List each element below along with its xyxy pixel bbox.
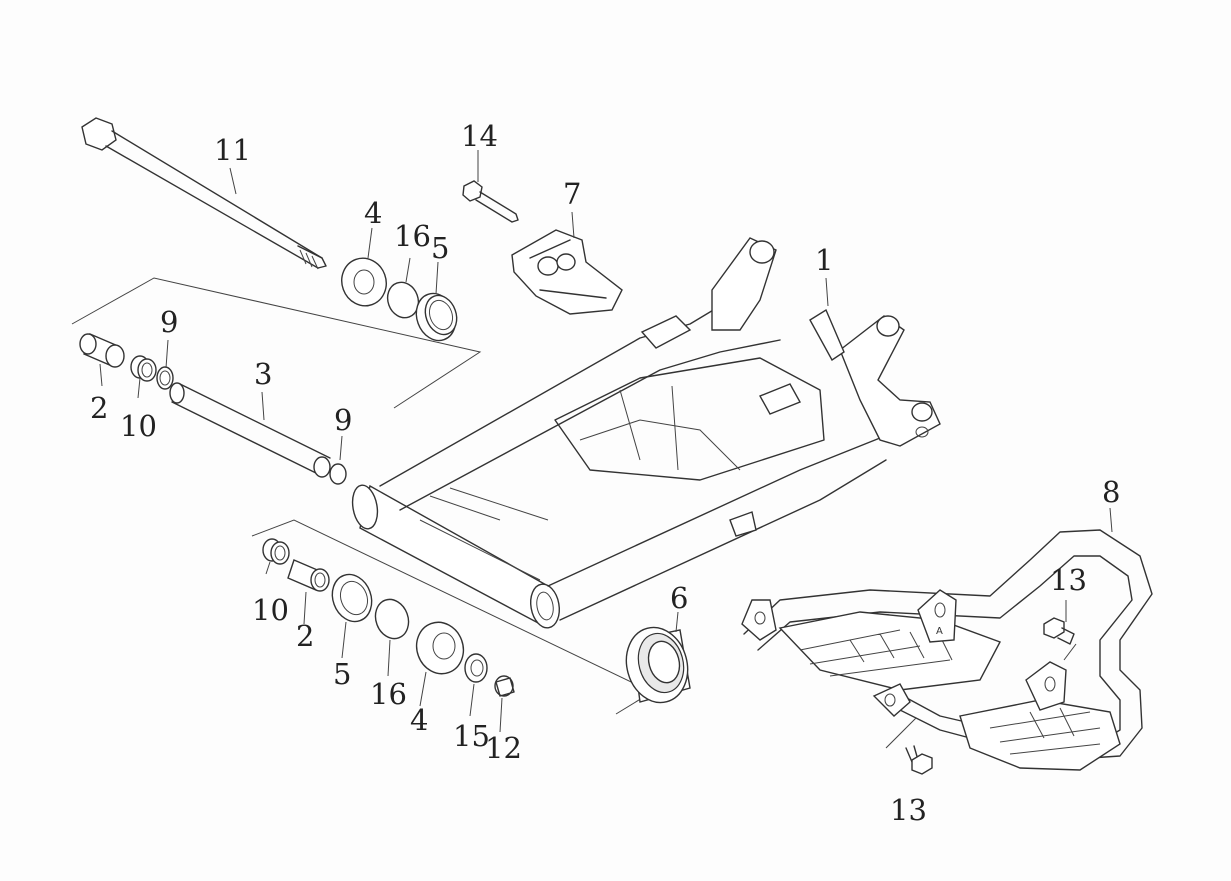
part-4-upper-washer: [341, 257, 387, 307]
label-part-9-lower: 9: [334, 403, 353, 437]
part-5-lower-seal: [331, 573, 373, 623]
label-part-4-lower: 4: [410, 703, 429, 737]
part-3-spacer-tube: [169, 382, 331, 477]
part-5-upper-seal: [415, 292, 458, 342]
part-9-lower-rings: [313, 456, 347, 485]
label-part-12: 12: [485, 731, 522, 765]
part-2-lower-collar: [287, 559, 330, 592]
part-10-upper-bearing: [130, 355, 157, 382]
label-part-7: 7: [563, 177, 582, 211]
label-part-2-lower: 2: [296, 619, 315, 653]
label-part-3: 3: [254, 357, 273, 391]
label-part-9-upper: 9: [160, 305, 179, 339]
label-part-10-lower: 10: [252, 593, 289, 627]
label-part-6: 6: [670, 581, 689, 615]
part-13-lower-bolt: [905, 745, 933, 775]
part-1-swing-arm: [351, 237, 941, 629]
part-4-lower-washer: [415, 621, 465, 675]
label-part-11: 11: [214, 133, 251, 167]
mark-a: A: [936, 626, 943, 637]
label-part-5-upper: 5: [431, 231, 450, 265]
part-14-bolt: [462, 180, 519, 223]
part-11-pivot-bolt: [81, 117, 327, 270]
leader-lines: [99, 150, 1113, 733]
part-12-nut: [494, 675, 515, 697]
part-9-upper-ring: [156, 366, 174, 390]
label-part-13-upper: 13: [1050, 563, 1087, 597]
part-16-lower-shim: [374, 598, 410, 640]
label-part-8: 8: [1102, 475, 1121, 509]
label-part-4-upper: 4: [364, 196, 383, 230]
label-part-1: 1: [815, 243, 834, 277]
part-13-upper-bolt: [1043, 617, 1075, 645]
part-8-footrest-guard: A: [741, 529, 1153, 771]
label-part-14: 14: [461, 119, 498, 153]
label-part-10-upper: 10: [120, 409, 157, 443]
part-16-upper-shim: [386, 281, 420, 319]
part-7-chain-slider: [511, 229, 623, 315]
part-6-seal-bushing: [625, 626, 691, 704]
part-15-washer: [464, 653, 488, 683]
label-part-16-lower: 16: [370, 677, 407, 711]
part-10-lower-bearing: [262, 538, 290, 565]
part-2-upper-collar: [79, 333, 125, 368]
label-part-15: 15: [453, 719, 490, 753]
label-part-16-upper: 16: [394, 219, 431, 253]
label-part-5-lower: 5: [333, 657, 352, 691]
label-part-2-upper: 2: [90, 391, 109, 425]
label-part-13-lower: 13: [890, 793, 927, 827]
